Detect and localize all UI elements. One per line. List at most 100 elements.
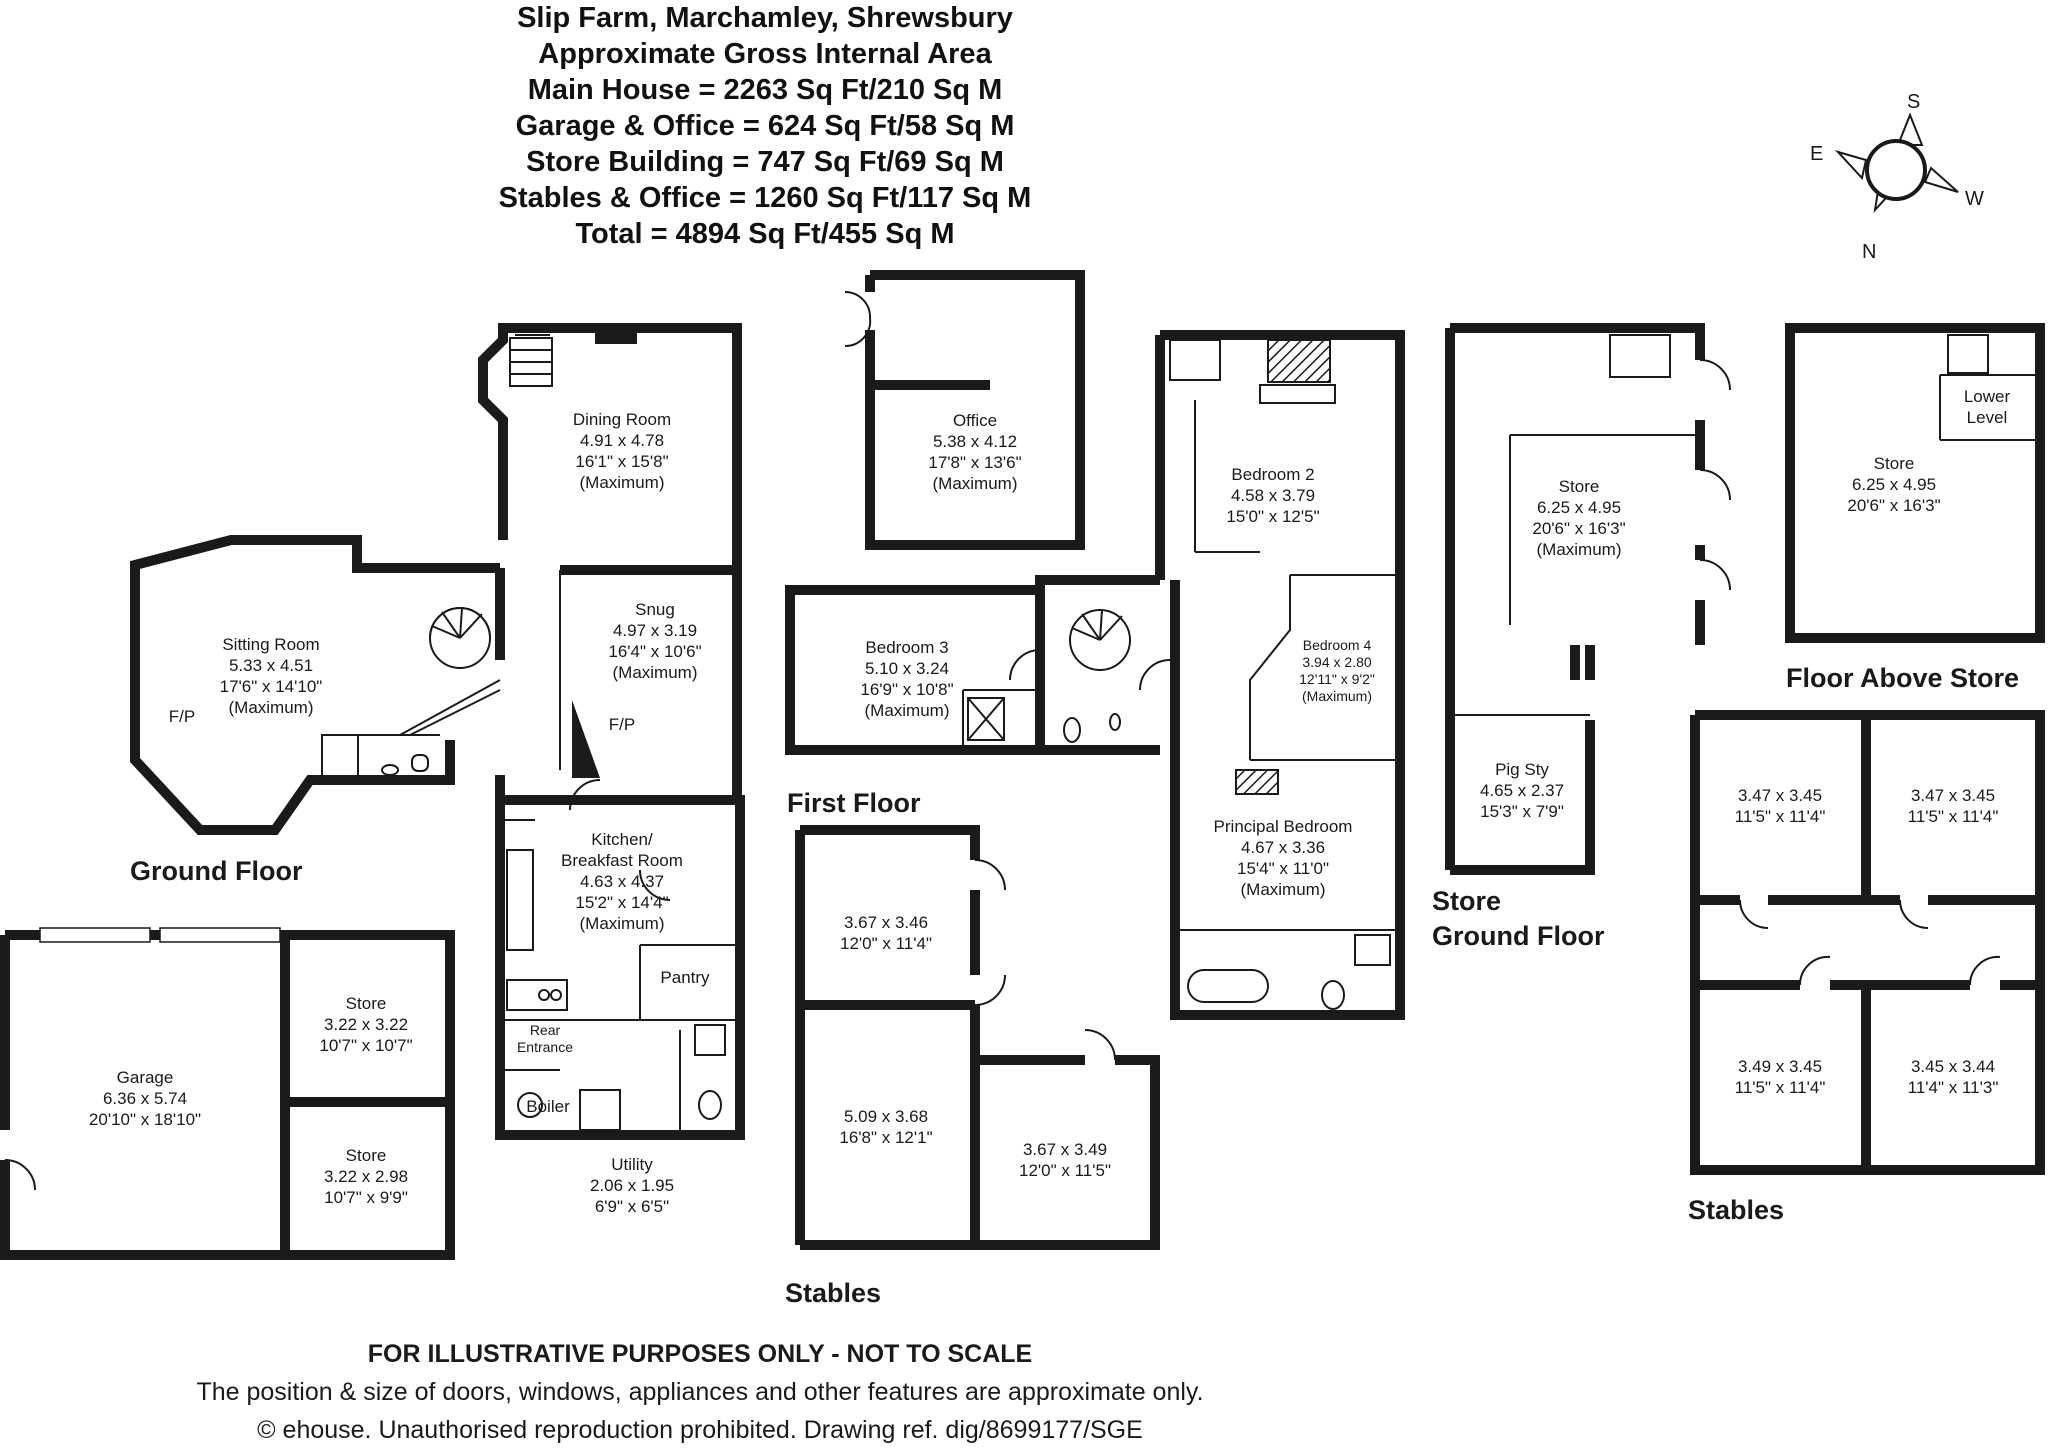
room-stable-c1-imperial: 12'0" x 11'4" xyxy=(840,934,932,953)
compass-s-label: S xyxy=(1907,91,1920,113)
compass-w-label: W xyxy=(1965,188,1984,210)
header-line-title: Slip Farm, Marchamley, Shrewsbury xyxy=(517,2,1013,34)
room-dining-imperial: 16'1" x 15'8" xyxy=(575,452,668,471)
room-office-metric: 5.38 x 4.12 xyxy=(933,432,1017,451)
room-utility-metric: 2.06 x 1.95 xyxy=(590,1176,674,1195)
room-stable-r2-metric: 3.47 x 3.45 xyxy=(1911,786,1995,805)
label-stables-right: Stables xyxy=(1688,1195,1784,1225)
room-garage-imperial: 20'10" x 18'10" xyxy=(89,1110,201,1129)
room-pantry-name: Pantry xyxy=(660,968,710,987)
room-snug-imperial: 16'4" x 10'6" xyxy=(608,642,701,661)
garage-plan xyxy=(0,927,455,1260)
spiral-staircase-first-icon xyxy=(1069,609,1131,671)
header-line-main-house: Main House = 2263 Sq Ft/210 Sq M xyxy=(527,74,1003,106)
room-bedroom2-name: Bedroom 2 xyxy=(1231,465,1314,484)
room-principal-imperial: 15'4" x 11'0" xyxy=(1237,859,1329,878)
room-stable-r3-imperial: 11'5" x 11'4" xyxy=(1735,1078,1826,1097)
room-principal-name: Principal Bedroom xyxy=(1214,817,1353,836)
room-stable-r4-imperial: 11'4" x 11'3" xyxy=(1908,1078,1999,1097)
first-floor-plan xyxy=(785,330,1405,1020)
room-rear-entrance-1: Rear xyxy=(530,1022,561,1038)
room-store-ground-metric: 6.25 x 4.95 xyxy=(1537,498,1621,517)
ground-floor-plan xyxy=(130,323,745,1140)
room-stable-c1-metric: 3.67 x 3.46 xyxy=(844,913,928,932)
label-first-floor: First Floor xyxy=(787,788,921,818)
footer-line-1: FOR ILLUSTRATIVE PURPOSES ONLY - NOT TO … xyxy=(367,1340,1033,1368)
room-bedroom3-note: (Maximum) xyxy=(865,701,950,720)
room-kitchen-metric: 4.63 x 4.37 xyxy=(580,872,664,891)
fp-sitting-label: F/P xyxy=(169,707,195,726)
office-plan xyxy=(844,270,1085,550)
room-stable-r3-metric: 3.49 x 3.45 xyxy=(1738,1057,1822,1076)
room-garage-store1-metric: 3.22 x 3.22 xyxy=(324,1015,408,1034)
fp-snug-label: F/P xyxy=(609,715,635,734)
room-principal-metric: 4.67 x 3.36 xyxy=(1241,838,1325,857)
room-stable-r1-metric: 3.47 x 3.45 xyxy=(1738,786,1822,805)
room-bedroom4-name: Bedroom 4 xyxy=(1303,637,1372,653)
room-kitchen-name1: Kitchen/ xyxy=(591,830,653,849)
room-utility-name: Utility xyxy=(611,1155,653,1174)
label-stables-center: Stables xyxy=(785,1278,881,1308)
room-bedroom2-imperial: 15'0" x 12'5" xyxy=(1226,507,1319,526)
compass-n-label: N xyxy=(1862,241,1876,263)
room-bedroom2-metric: 4.58 x 3.79 xyxy=(1231,486,1315,505)
room-stable-c2-imperial: 16'8" x 12'1" xyxy=(839,1128,932,1147)
spiral-staircase-icon xyxy=(429,607,491,669)
compass-e-label: E xyxy=(1810,143,1823,165)
room-store-above-metric: 6.25 x 4.95 xyxy=(1852,475,1936,494)
room-garage-name: Garage xyxy=(117,1068,174,1087)
room-garage-store2-metric: 3.22 x 2.98 xyxy=(324,1167,408,1186)
room-sitting-name: Sitting Room xyxy=(222,635,319,654)
room-snug-note: (Maximum) xyxy=(613,663,698,682)
room-stable-r4-metric: 3.45 x 3.44 xyxy=(1911,1057,1995,1076)
header-area-summary: Slip Farm, Marchamley, Shrewsbury Approx… xyxy=(0,0,1530,252)
room-garage-metric: 6.36 x 5.74 xyxy=(103,1089,187,1108)
room-bedroom3-name: Bedroom 3 xyxy=(865,638,948,657)
room-snug-name: Snug xyxy=(635,600,675,619)
room-store-ground-imperial: 20'6" x 16'3" xyxy=(1532,519,1625,538)
room-stable-c2-metric: 5.09 x 3.68 xyxy=(844,1107,928,1126)
store-ground-plan xyxy=(1445,323,1731,875)
room-garage-store1-name: Store xyxy=(346,994,387,1013)
room-lower-level-1: Lower xyxy=(1964,387,2011,406)
footer-disclaimer: FOR ILLUSTRATIVE PURPOSES ONLY - NOT TO … xyxy=(0,1335,1400,1449)
room-stable-r1-imperial: 11'5" x 11'4" xyxy=(1735,807,1826,826)
room-kitchen-imperial: 15'2" x 14'4" xyxy=(575,893,668,912)
stables-right-plan xyxy=(1690,710,2045,1175)
room-store-above-imperial: 20'6" x 16'3" xyxy=(1847,496,1940,515)
room-office-note: (Maximum) xyxy=(933,474,1018,493)
stables-center-plan xyxy=(795,825,1160,1250)
staircase-ground-icon xyxy=(509,337,553,387)
header-line-subtitle: Approximate Gross Internal Area xyxy=(538,38,992,70)
room-sitting-note: (Maximum) xyxy=(229,698,314,717)
footer-line-3: © ehouse. Unauthorised reproduction proh… xyxy=(257,1416,1143,1444)
label-store-ground-1: Store xyxy=(1432,886,1501,916)
room-sitting-imperial: 17'6" x 14'10" xyxy=(220,677,323,696)
room-bedroom3-imperial: 16'9" x 10'8" xyxy=(860,680,953,699)
header-line-store: Store Building = 747 Sq Ft/69 Sq M xyxy=(526,146,1004,178)
room-stable-c3-metric: 3.67 x 3.49 xyxy=(1023,1140,1107,1159)
room-snug-metric: 4.97 x 3.19 xyxy=(613,621,697,640)
room-garage-store1-imperial: 10'7" x 10'7" xyxy=(319,1036,412,1055)
room-garage-store2-imperial: 10'7" x 9'9" xyxy=(324,1188,408,1207)
room-bedroom3-metric: 5.10 x 3.24 xyxy=(865,659,949,678)
room-bedroom4-note: (Maximum) xyxy=(1302,688,1372,704)
room-kitchen-note: (Maximum) xyxy=(580,914,665,933)
room-bedroom4-imperial: 12'11" x 9'2" xyxy=(1299,671,1375,687)
label-ground-floor: Ground Floor xyxy=(130,856,303,886)
room-pig-sty-imperial: 15'3" x 7'9" xyxy=(1480,802,1564,821)
room-pig-sty-metric: 4.65 x 2.37 xyxy=(1480,781,1564,800)
room-utility-imperial: 6'9" x 6'5" xyxy=(595,1197,669,1216)
room-garage-store2-name: Store xyxy=(346,1146,387,1165)
room-lower-level-2: Level xyxy=(1967,408,2008,427)
room-rear-entrance-2: Entrance xyxy=(517,1039,573,1055)
room-stable-r2-imperial: 11'5" x 11'4" xyxy=(1908,807,1999,826)
header-line-total: Total = 4894 Sq Ft/455 Sq M xyxy=(575,218,955,250)
room-dining-name: Dining Room xyxy=(573,410,671,429)
header-line-stables: Stables & Office = 1260 Sq Ft/117 Sq M xyxy=(498,182,1032,214)
room-bedroom4-metric: 3.94 x 2.80 xyxy=(1302,654,1371,670)
room-dining-note: (Maximum) xyxy=(580,473,665,492)
header-line-garage: Garage & Office = 624 Sq Ft/58 Sq M xyxy=(515,110,1015,142)
room-office-name: Office xyxy=(953,411,997,430)
